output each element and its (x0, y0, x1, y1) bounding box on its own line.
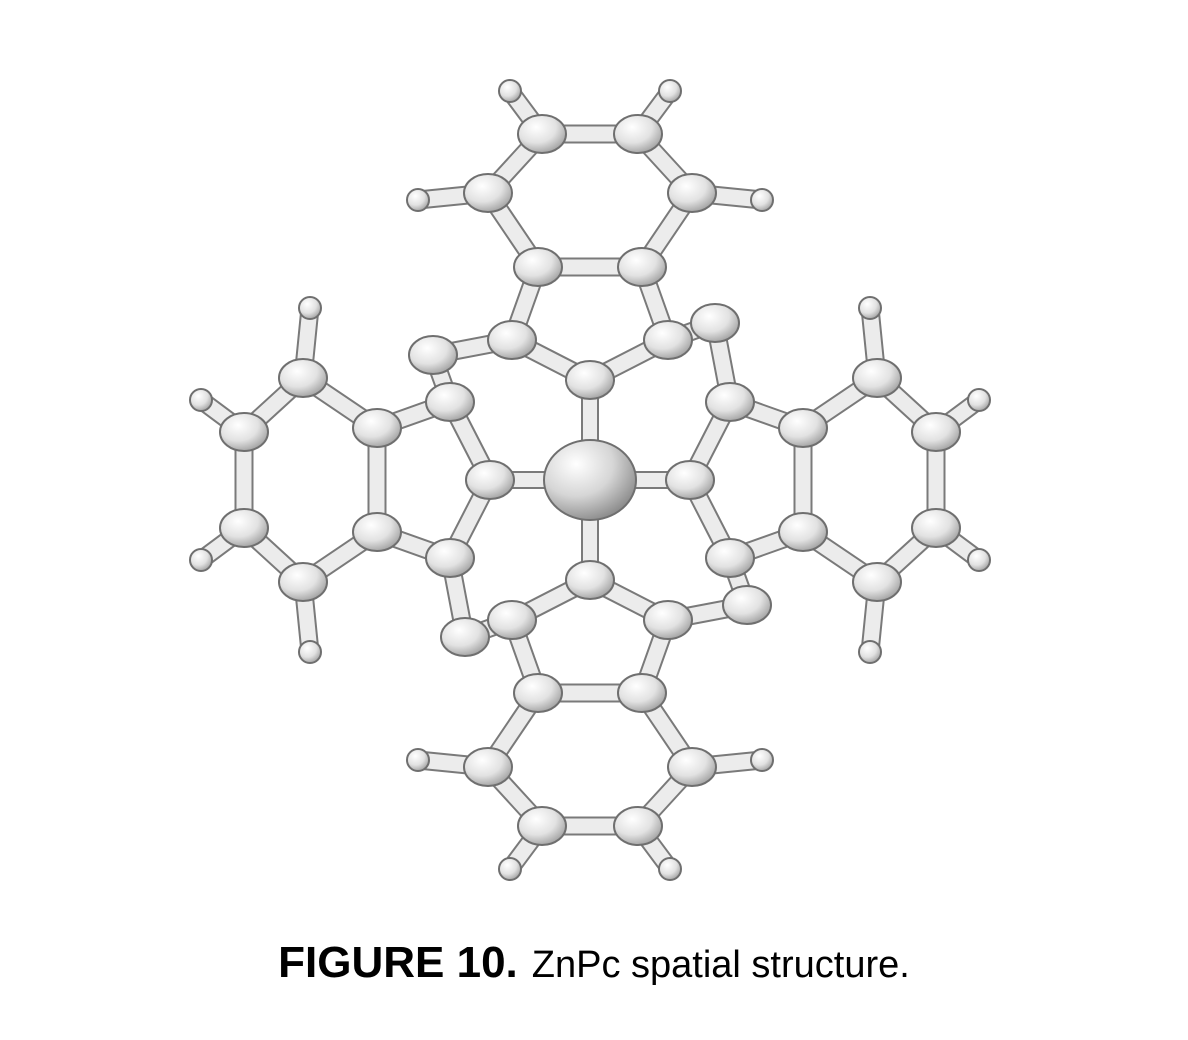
nitrogen-atom (722, 585, 772, 625)
carbon-atom (219, 508, 269, 548)
nitrogen-atom (565, 560, 615, 600)
hydrogen-atom (498, 857, 522, 881)
carbon-atom (617, 247, 667, 287)
zinc-atom (543, 439, 637, 521)
hydrogen-atom (189, 388, 213, 412)
carbon-atom (463, 747, 513, 787)
carbon-atom (778, 512, 828, 552)
hydrogen-atom (406, 748, 430, 772)
atoms-group (189, 79, 991, 881)
nitrogen-atom (408, 335, 458, 375)
carbon-atom (219, 412, 269, 452)
carbon-atom (667, 747, 717, 787)
hydrogen-atom (658, 79, 682, 103)
carbon-atom (852, 562, 902, 602)
nitrogen-atom (465, 460, 515, 500)
hydrogen-atom (858, 640, 882, 664)
carbon-atom (487, 320, 537, 360)
carbon-atom (643, 320, 693, 360)
carbon-atom (425, 538, 475, 578)
hydrogen-atom (858, 296, 882, 320)
hydrogen-atom (406, 188, 430, 212)
hydrogen-atom (189, 548, 213, 572)
carbon-atom (911, 508, 961, 548)
carbon-atom (463, 173, 513, 213)
carbon-atom (352, 512, 402, 552)
carbon-atom (278, 358, 328, 398)
carbon-atom (513, 673, 563, 713)
figure-label: FIGURE 10. (278, 938, 518, 987)
hydrogen-atom (298, 296, 322, 320)
znpc-molecule-diagram (189, 79, 991, 881)
carbon-atom (425, 382, 475, 422)
carbon-atom (705, 538, 755, 578)
hydrogen-atom (498, 79, 522, 103)
carbon-atom (278, 562, 328, 602)
carbon-atom (487, 600, 537, 640)
carbon-atom (778, 408, 828, 448)
carbon-atom (643, 600, 693, 640)
hydrogen-atom (967, 548, 991, 572)
hydrogen-atom (750, 748, 774, 772)
nitrogen-atom (690, 303, 740, 343)
hydrogen-atom (967, 388, 991, 412)
hydrogen-atom (658, 857, 682, 881)
nitrogen-atom (565, 360, 615, 400)
carbon-atom (911, 412, 961, 452)
hydrogen-atom (750, 188, 774, 212)
nitrogen-atom (440, 617, 490, 657)
carbon-atom (513, 247, 563, 287)
hydrogen-atom (298, 640, 322, 664)
carbon-atom (852, 358, 902, 398)
carbon-atom (667, 173, 717, 213)
carbon-atom (352, 408, 402, 448)
carbon-atom (613, 806, 663, 846)
carbon-atom (517, 806, 567, 846)
figure-caption-text: ZnPc spatial structure. (531, 944, 910, 986)
carbon-atom (617, 673, 667, 713)
carbon-atom (613, 114, 663, 154)
figure-caption: FIGURE 10. ZnPc spatial structure. (0, 938, 1188, 988)
carbon-atom (517, 114, 567, 154)
carbon-atom (705, 382, 755, 422)
nitrogen-atom (665, 460, 715, 500)
